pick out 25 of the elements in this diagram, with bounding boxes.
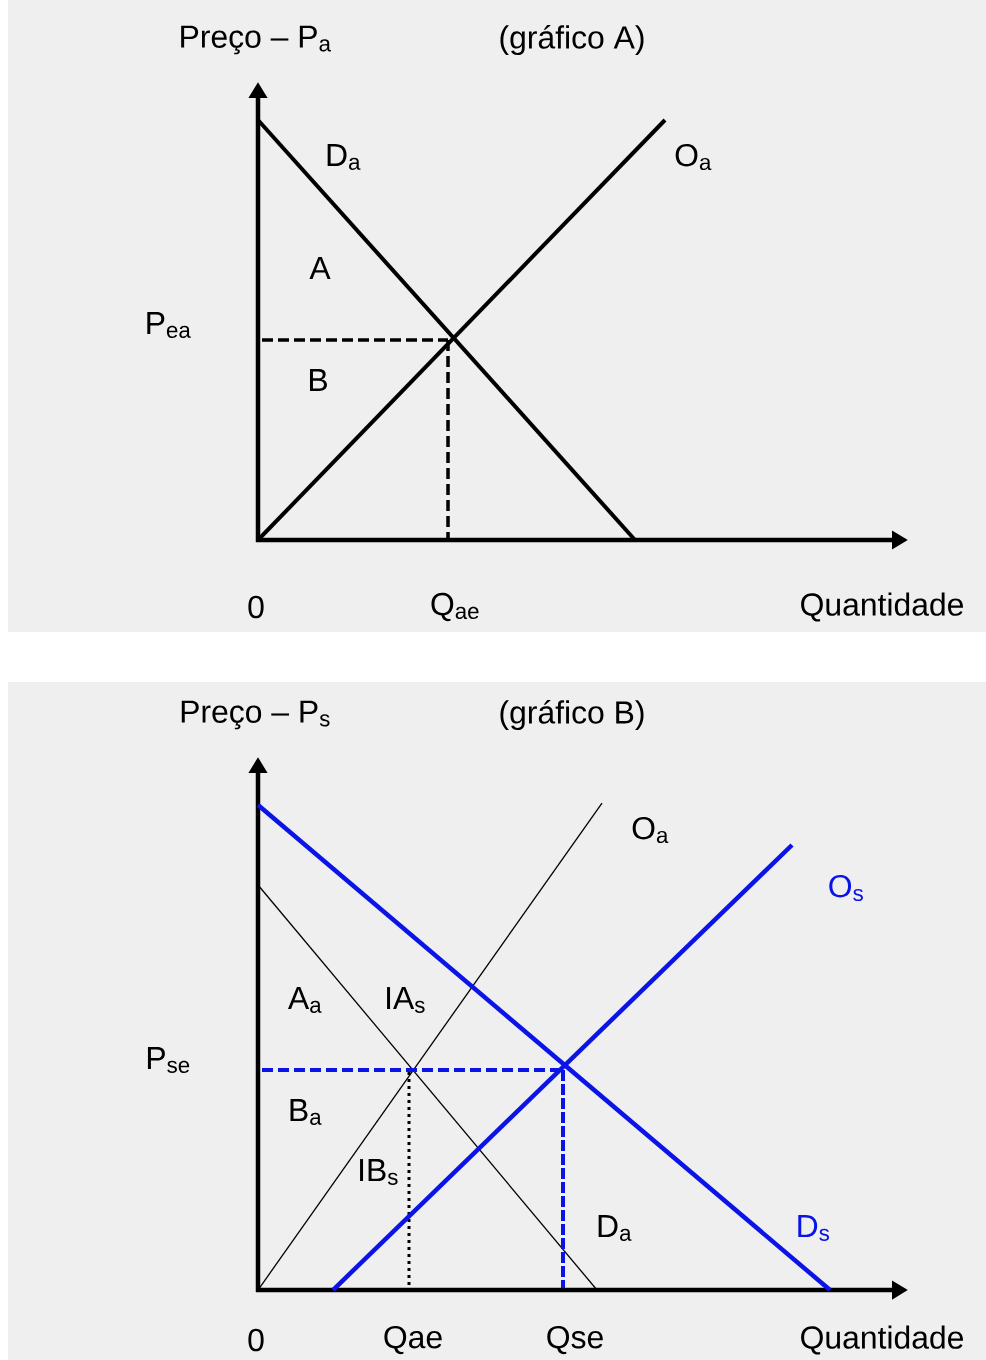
tick-label: Qse xyxy=(547,1325,603,1355)
axis-title: Quantidade xyxy=(801,1325,963,1355)
chart-title: (gráfico A) xyxy=(500,24,644,56)
curve-label: D$_{a}$ xyxy=(327,144,361,170)
curve-label: D$_{s}$ xyxy=(798,1215,830,1241)
area-label: IB$_{s}$ xyxy=(360,1159,398,1185)
area-label: B$_{a}$ xyxy=(290,1099,322,1125)
axis-title: Preço – P$_{a}$ xyxy=(181,25,331,55)
axis-title: Quantidade xyxy=(801,592,963,622)
chart-title: (gráfico B) xyxy=(500,699,644,731)
area-label: IA$_{s}$ xyxy=(387,987,425,1013)
curve-label: O$_{a}$ xyxy=(675,143,712,171)
area-label: A$_{a}$ xyxy=(288,987,322,1013)
price-label: P$_{se}$ xyxy=(147,1047,190,1073)
curve-label: O$_{s}$ xyxy=(829,874,863,902)
tick-label: Q$_{ae}$ xyxy=(431,592,479,622)
curve-label: O$_{a}$ xyxy=(632,816,669,844)
tick-label: 0 xyxy=(248,595,264,619)
axis-title: Preço – P$_{s}$ xyxy=(181,700,330,730)
price-label: P$_{ea}$ xyxy=(147,312,191,338)
tick-label: Qae xyxy=(384,1325,442,1355)
tick-label: 0 xyxy=(248,1328,264,1352)
curve-label: D$_{a}$ xyxy=(598,1215,632,1241)
area-label: A xyxy=(309,257,331,279)
area-label: B xyxy=(310,369,327,391)
